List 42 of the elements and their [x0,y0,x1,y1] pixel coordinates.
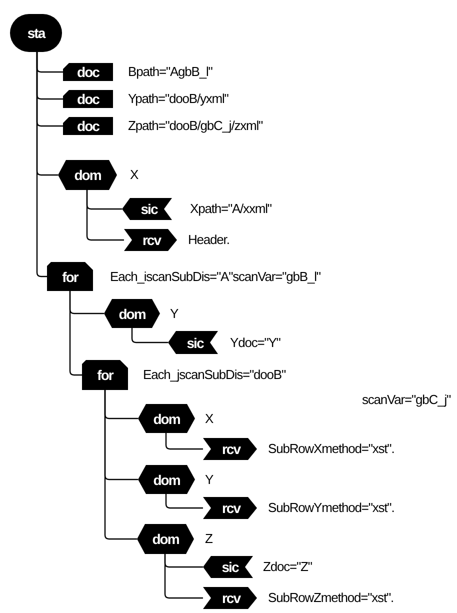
note-text: scanVar="gbC_j" [362,392,451,408]
node-caption: Y [170,306,178,322]
document-tag: doc [63,117,113,135]
node-caption: X [205,410,214,426]
node-caption: Z [205,531,212,547]
document-tag: doc [63,63,113,81]
connector-line [165,433,203,450]
notched-tag: sic [168,331,218,354]
connector-line [104,390,137,540]
arrow-tag: rcv [203,497,257,519]
node-caption: Zpath="dooB/gbC_j/zxml" [128,118,263,134]
node-caption: Xpath="A/xxml" [190,201,272,217]
arrow-tag: rcv [203,587,257,609]
arrow-tag: rcv [203,438,257,460]
connector-line [131,328,168,344]
node-caption: X [130,167,138,183]
node-caption: SubRowYmethod="xst". [268,500,394,516]
document-tag: doc [63,90,113,108]
node-caption: Y [205,472,214,488]
loop-tag: for [47,262,93,291]
hexagon-tag: dom [58,160,117,190]
notched-tag: sic [203,556,253,578]
node-caption: Each_iscanSubDis="A"scanVar="gbB_l" [110,268,320,284]
hexagon-tag: dom [138,465,195,494]
node-caption: SubRowXmethod="xst". [268,441,394,457]
hexagon-tag: dom [104,299,160,328]
node-caption: Ydoc="Y" [230,334,280,350]
pill-tag: sta [10,14,62,52]
hexagon-tag: dom [137,524,194,554]
node-caption: Each_jscanSubDis="dooB" [143,367,286,383]
hexagon-tag: dom [138,404,195,433]
notched-tag: sic [122,198,172,220]
node-caption: Zdoc="Z" [263,559,312,575]
connector-line [164,554,203,599]
node-caption: Bpath="AgbB_l" [128,64,212,80]
connector-line [86,190,124,241]
arrow-tag: rcv [124,229,177,251]
loop-tag: for [82,360,128,390]
connector-line [36,52,47,278]
node-caption: SubRowZmethod="xst". [268,590,394,606]
node-caption: Header. [188,232,230,248]
node-caption: Ypath="dooB/yxml" [128,91,228,107]
